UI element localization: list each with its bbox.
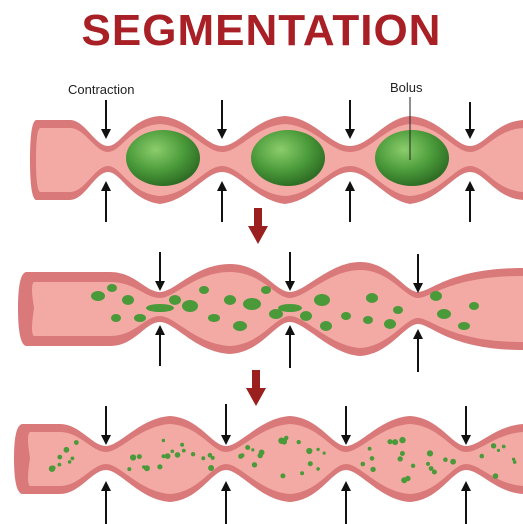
- food-particle: [162, 454, 166, 458]
- stage-1: [30, 97, 523, 222]
- food-particle: [398, 456, 403, 461]
- food-particle: [300, 471, 304, 475]
- food-particle: [251, 448, 254, 451]
- step-arrow: [248, 208, 268, 244]
- food-particle: [480, 454, 485, 459]
- food-particle: [392, 439, 398, 445]
- food-particle: [252, 462, 257, 467]
- food-particle: [427, 450, 433, 456]
- food-particle: [280, 473, 285, 478]
- food-particle: [399, 437, 405, 443]
- food-particle: [450, 459, 456, 465]
- bolus: [375, 130, 449, 186]
- food-particle: [68, 460, 72, 464]
- bolus: [251, 130, 325, 186]
- food-particle: [144, 465, 150, 471]
- food-particle: [49, 466, 55, 472]
- food-particle: [491, 443, 496, 448]
- food-particle: [512, 458, 515, 461]
- food-particle: [502, 445, 506, 449]
- food-particle: [74, 440, 79, 445]
- stage-2: [18, 252, 523, 372]
- food-particle: [401, 477, 407, 483]
- bolus: [126, 130, 200, 186]
- food-particle: [308, 461, 313, 466]
- food-particle: [259, 450, 265, 456]
- food-particle: [429, 466, 434, 471]
- food-particle: [370, 467, 375, 472]
- food-particle: [57, 455, 62, 460]
- food-particle: [493, 473, 499, 479]
- food-particle: [370, 456, 375, 461]
- food-particle: [64, 447, 70, 453]
- food-particle: [137, 454, 142, 459]
- food-particle: [306, 448, 312, 454]
- food-particle: [130, 454, 136, 460]
- food-particle: [361, 462, 366, 467]
- food-particle: [182, 449, 186, 453]
- food-particle: [127, 467, 131, 471]
- food-particle: [368, 447, 372, 451]
- food-particle: [171, 450, 175, 454]
- food-particle: [316, 467, 320, 471]
- food-particle: [180, 443, 184, 447]
- food-particle: [443, 457, 448, 462]
- food-particle: [245, 445, 250, 450]
- food-particle: [411, 464, 415, 468]
- food-particle: [208, 453, 213, 458]
- food-particle: [400, 451, 405, 456]
- food-particle: [58, 463, 62, 467]
- food-particle: [238, 454, 243, 459]
- food-particle: [316, 448, 319, 451]
- food-particle: [426, 462, 430, 466]
- food-particle: [387, 439, 392, 444]
- food-particle: [175, 452, 181, 458]
- food-particle: [191, 452, 195, 456]
- food-particle: [162, 439, 165, 442]
- food-particle: [284, 436, 288, 440]
- step-arrow: [246, 370, 266, 406]
- food-particle: [165, 453, 171, 459]
- food-particle: [71, 457, 75, 461]
- food-particle: [157, 464, 162, 469]
- stage-3: [14, 404, 523, 524]
- food-particle: [208, 465, 214, 471]
- intestine-lumen: [28, 424, 523, 494]
- food-particle: [323, 452, 326, 455]
- food-particle: [297, 440, 301, 444]
- food-particle: [497, 449, 500, 452]
- food-particle: [201, 456, 205, 460]
